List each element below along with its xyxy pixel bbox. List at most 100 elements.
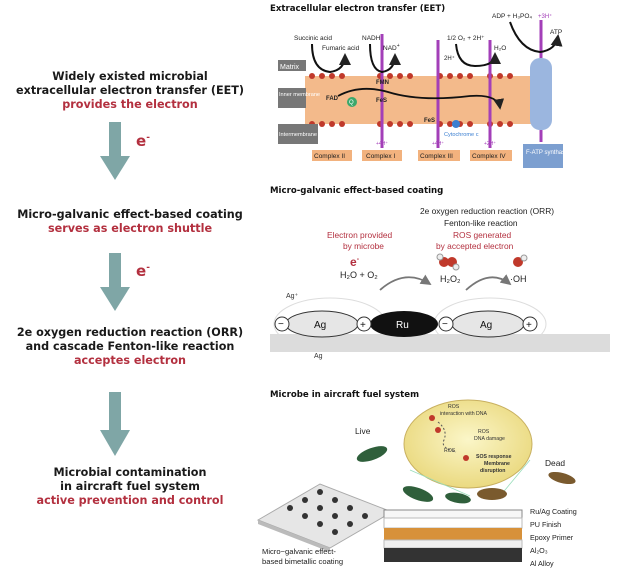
layer-label-2: PU Finish (530, 520, 561, 529)
electron-symbol: e (136, 262, 147, 280)
step-coating: Micro-galvanic effect-based coating serv… (0, 208, 260, 236)
electron-provided-label: Electron provided (327, 230, 393, 240)
complex-iv-label: Complex IV (472, 153, 506, 160)
galvanic-substrate (270, 334, 610, 352)
cell-label-3: ROS (478, 429, 490, 435)
electron-charge: - (146, 263, 150, 273)
ru-electrode (370, 311, 438, 337)
complex-i-label: Complex I (366, 153, 395, 160)
cell-label-5: ROS (444, 448, 456, 454)
fumaric-label: Fumaric acid (322, 45, 360, 52)
zoom-line-2 (499, 459, 531, 497)
nad-label: NAD+ (383, 43, 400, 52)
cell-label-2: interaction with DNA (440, 411, 488, 417)
step-eet: Widely existed microbial extracellular e… (0, 70, 260, 112)
eet-title: Extracellular electron transfer (EET) (270, 4, 446, 14)
polarity-sign-plus-2: + (522, 316, 538, 332)
cytc-label: Cytochrome c (444, 132, 479, 138)
lipid-heads-top (309, 73, 513, 79)
flow-arrow-3 (100, 392, 130, 456)
fes2-label: FeS (424, 118, 435, 124)
orr-title: 2e oxygen reduction reaction (ORR) (420, 206, 554, 216)
coating-plate (256, 483, 394, 549)
oh-label: ·OH (510, 274, 527, 284)
polarity-sign-minus-2: − (438, 316, 454, 332)
membrane-band (305, 76, 545, 124)
proton-label-1: +4H⁺ (376, 141, 388, 147)
cytc-badge (452, 120, 460, 128)
electron-mark-1: e- (136, 132, 150, 150)
cell-label-4: DNA damage (474, 436, 505, 442)
live-bacterium-icon-2 (402, 486, 434, 502)
atp-synthase-body (530, 58, 552, 130)
h2o2-label: H₂O₂ (440, 274, 461, 284)
nadh-label: NADH (362, 35, 381, 42)
nadh-arrow (369, 43, 401, 74)
step-aircraft-highlight: active prevention and control (36, 494, 224, 507)
polarity-sign-plus-1: + (356, 316, 372, 332)
ag-ion-label: Ag (314, 353, 323, 360)
step-aircraft-line2: in aircraft fuel system (60, 480, 200, 493)
by-microbe-label: by microbe (343, 241, 384, 251)
ros-particle-icon-3 (429, 415, 435, 421)
layer-label-1: Ru/Ag Coating (530, 507, 577, 516)
aircraft-panel: ROS interaction with DNA ROS DNA damage … (256, 399, 577, 568)
polarity-sign-minus-1: − (274, 316, 290, 332)
ros2-label: by accepted electron (436, 241, 514, 251)
layer-pu (383, 517, 523, 529)
coating-caption-1: Micro−galvanic effect- (262, 547, 336, 556)
fmn-label: FMN (376, 80, 389, 86)
step-orr-highlight: acceptes electron (73, 354, 187, 367)
atp-arrow (509, 21, 563, 54)
step-aircraft-line1: Microbial contamination (53, 466, 207, 479)
atp-synthase-label: F-ATP synthase (526, 150, 569, 156)
hplus-label: +3H⁺ (538, 13, 552, 20)
ag-electrode-left-label: Ag (314, 320, 326, 331)
q-badge (347, 97, 357, 107)
matrix-label-box (278, 60, 306, 71)
fenton-label: Fenton-like reaction (444, 218, 518, 228)
complex-ii-box (312, 150, 352, 161)
succinic-arrow (311, 43, 351, 74)
complex-iii-label: Complex III (420, 153, 453, 160)
dna-strand-icon (437, 421, 457, 453)
minus-text-2: − (442, 319, 448, 330)
ros-particle-icon-2 (463, 455, 469, 461)
ros-particle-icon (435, 427, 441, 433)
step-eet-line1: Widely existed microbial (52, 70, 208, 83)
flow-arrow-1 (100, 122, 130, 180)
electron-flow-arrow (337, 87, 505, 110)
matrix-label: Matrix (280, 64, 300, 71)
hplus2-label: 2H⁺ (444, 55, 455, 62)
h2o2-molecule-icon (436, 253, 460, 271)
galvanic-electron-symbol: e (350, 255, 357, 269)
galvanic-electron: e- (350, 255, 360, 269)
fenton-arrow (465, 274, 512, 291)
complex-iv-box (470, 150, 512, 161)
proton-label-3: +2H⁺ (484, 141, 496, 147)
hydroxyl-molecule-icon (513, 254, 528, 267)
coating-particle-dots (287, 489, 368, 535)
layer-ru-ag (383, 509, 523, 519)
complex-iii-box (418, 150, 460, 161)
succinic-label: Succinic acid (294, 35, 332, 42)
step-coating-highlight: serves as electron shuttle (47, 222, 213, 235)
water-o2-label: H₂O + O₂ (340, 270, 378, 280)
water-label: H₂O (494, 45, 506, 52)
live-label: Live (355, 426, 371, 436)
layer-label-5: Al Alloy (530, 559, 554, 568)
cell-label-6: SOS response (476, 454, 512, 460)
intermembrane-label: Intermembrane space (279, 132, 333, 138)
zoom-line-1 (409, 469, 471, 497)
atp-label: ATP (550, 29, 562, 36)
layer-label-4: Al₂O₃ (530, 546, 548, 555)
galvanic-title: Micro-galvanic effect-based coating (270, 186, 444, 196)
cell-label-8: disruption (480, 468, 505, 474)
aircraft-title: Microbe in aircraft fuel system (270, 390, 420, 400)
dead-bacterium-icon-1 (477, 488, 507, 500)
step-eet-line2: extracellular electron transfer (EET) (16, 84, 244, 97)
ag-plus-label: Ag⁺ (286, 293, 299, 300)
zoomed-bacterium (403, 399, 533, 489)
layer-al2o3 (383, 539, 523, 549)
